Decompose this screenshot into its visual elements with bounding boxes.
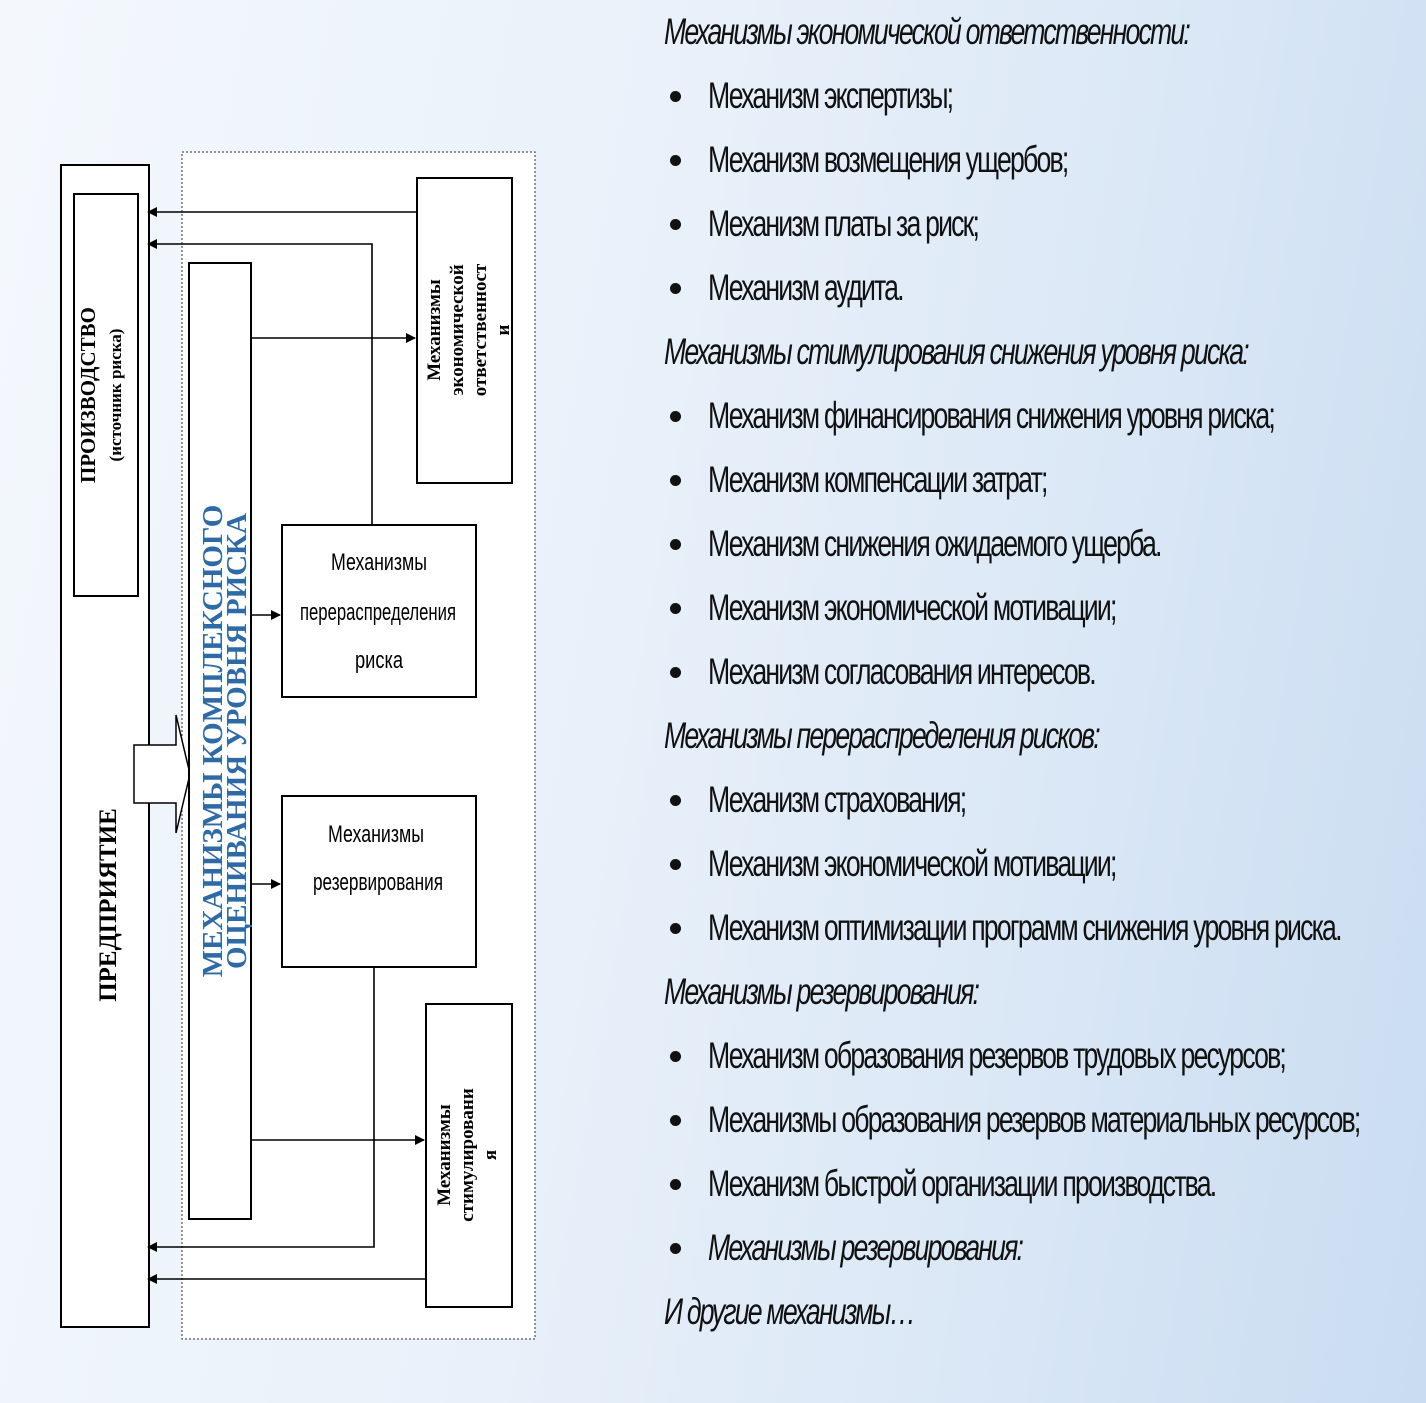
list-item-text: Механизм компенсации затрат; — [708, 459, 1048, 500]
bullet-icon — [670, 859, 681, 870]
section: Механизмы резервирования: Механизм образо… — [664, 960, 1414, 1280]
bullet-icon — [670, 91, 681, 102]
list-item-text: Механизм финансирования снижения уровня … — [708, 395, 1276, 436]
complex-assessment-line1: МЕХАНИЗМЫ КОМПЛЕКСНОГО — [197, 505, 229, 978]
reservation-line1: Механизмы — [328, 821, 424, 848]
list-item: Механизм согласования интересов. — [664, 640, 1414, 704]
bullet-icon — [670, 539, 681, 550]
reservation-line2: резервирования — [313, 869, 443, 896]
connector-redistribution-to-production — [147, 239, 373, 525]
list-item: Механизм финансирования снижения уровня … — [664, 384, 1414, 448]
enterprise-label: ПРЕДПРИЯТИЕ — [95, 808, 122, 1002]
bullet-icon — [670, 219, 681, 230]
list-item-text: Механизм оптимизации программ снижения у… — [708, 907, 1342, 948]
section-list: Механизм страхования; Механизм экономичес… — [664, 768, 1414, 960]
list-item-text: Механизм экономической мотивации; — [708, 843, 1117, 884]
list-item-text: Механизм платы за риск; — [708, 203, 980, 244]
redistribution-line2: перераспределения — [300, 599, 456, 626]
list-item-text: Механизм возмещения ущербов; — [708, 139, 1069, 180]
bullet-icon — [670, 283, 681, 294]
list-item: Механизм возмещения ущербов; — [664, 128, 1414, 192]
list-item: Механизмы резервирования: — [664, 1216, 1414, 1280]
economic-responsibility-line1: Механизмы — [424, 279, 445, 381]
bullet-icon — [670, 603, 681, 614]
list-item: Механизм экономической мотивации; — [664, 576, 1414, 640]
list-item-text: Механизмы образования резервов материаль… — [708, 1099, 1361, 1140]
list-item-text: Механизм страхования; — [708, 779, 967, 820]
bullet-icon — [670, 923, 681, 934]
bullet-icon — [670, 1051, 681, 1062]
reservation-box — [281, 795, 477, 968]
bullet-icon — [670, 1115, 681, 1126]
economic-responsibility-line4: и — [493, 324, 514, 335]
section: Механизмы экономической ответственности:… — [664, 0, 1414, 320]
stimulation-box — [425, 1003, 513, 1308]
mechanisms-diagram: ПРЕДПРИЯТИЕ ПРОИЗВОДСТВО (источник риска… — [60, 151, 536, 1340]
redistribution-line3: риска — [355, 647, 403, 674]
economic-responsibility-line3: ответственност — [470, 263, 491, 396]
section-list: Механизм экспертизы; Механизм возмещения … — [664, 64, 1414, 320]
section-title: И другие механизмы… — [664, 1291, 916, 1332]
stimulation-line1: Механизмы — [434, 1104, 455, 1206]
production-box — [73, 193, 139, 597]
complex-assessment-box — [188, 262, 252, 1220]
list-item: Механизм экспертизы; — [664, 64, 1414, 128]
list-item: Механизм оптимизации программ снижения у… — [664, 896, 1414, 960]
list-item-text: Механизм быстрой организации производств… — [708, 1163, 1217, 1204]
section-title: Механизмы резервирования: — [664, 971, 980, 1012]
production-subtitle: (источник риска) — [106, 329, 125, 462]
list-item: Механизм экономической мотивации; — [664, 832, 1414, 896]
section-title: Механизмы стимулирования снижения уровня… — [664, 331, 1250, 372]
list-item: Механизм снижения ожидаемого ущерба. — [664, 512, 1414, 576]
list-item: Механизмы образования резервов материаль… — [664, 1088, 1414, 1152]
bullet-icon — [670, 1179, 681, 1190]
section-title: Механизмы экономической ответственности: — [664, 11, 1191, 52]
section-title: Механизмы перераспределения рисков: — [664, 715, 1101, 756]
production-title: ПРОИЗВОДСТВО — [76, 307, 100, 483]
section: Механизмы стимулирования снижения уровня… — [664, 320, 1414, 704]
section: И другие механизмы… — [664, 1280, 1414, 1344]
list-item: Механизм платы за риск; — [664, 192, 1414, 256]
stimulation-line3: я — [480, 1150, 501, 1160]
list-item: Механизм аудита. — [664, 256, 1414, 320]
section-list: Механизм финансирования снижения уровня … — [664, 384, 1414, 704]
enterprise-to-assessment-arrow — [133, 714, 191, 834]
list-item-text: Механизмы резервирования: — [708, 1227, 1024, 1268]
list-item: Механизм образования резервов трудовых р… — [664, 1024, 1414, 1088]
redistribution-line1: Механизмы — [331, 549, 427, 576]
list-item-text: Механизм снижения ожидаемого ущерба. — [708, 523, 1162, 564]
bullet-icon — [670, 1243, 681, 1254]
list-item: Механизм быстрой организации производств… — [664, 1152, 1414, 1216]
bullet-icon — [670, 475, 681, 486]
list-item-text: Механизм аудита. — [708, 267, 905, 308]
list-item-text: Механизм экспертизы; — [708, 75, 954, 116]
mechanisms-text-panel: Механизмы экономической ответственности:… — [664, 0, 1414, 1344]
bullet-icon — [670, 667, 681, 678]
list-item-text: Механизм образования резервов трудовых р… — [708, 1035, 1287, 1076]
connector-reservation-to-enterprise — [147, 967, 375, 1252]
economic-responsibility-line2: экономической — [447, 264, 468, 395]
list-item: Механизм компенсации затрат; — [664, 448, 1414, 512]
list-item-text: Механизм согласования интересов. — [708, 651, 1097, 692]
section-list: Механизм образования резервов трудовых р… — [664, 1024, 1414, 1280]
list-item-text: Механизм экономической мотивации; — [708, 587, 1117, 628]
bullet-icon — [670, 155, 681, 166]
redistribution-box — [281, 524, 477, 698]
bullet-icon — [670, 795, 681, 806]
stimulation-line2: стимулировани — [457, 1088, 478, 1222]
section: Механизмы перераспределения рисков: Механ… — [664, 704, 1414, 960]
complex-assessment-line2: ОЦЕНИВАНИЯ УРОВНЯ РИСКА — [221, 513, 253, 969]
bullet-icon — [670, 411, 681, 422]
economic-responsibility-box — [416, 177, 513, 484]
list-item: Механизм страхования; — [664, 768, 1414, 832]
